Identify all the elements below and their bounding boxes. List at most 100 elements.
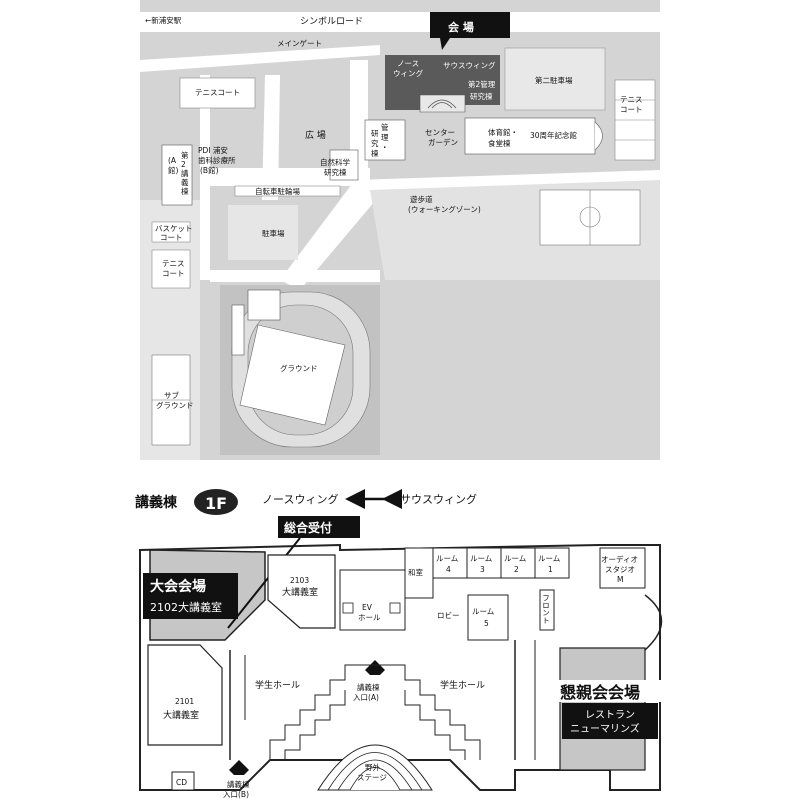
- road-lower-h: [210, 270, 380, 282]
- natural-science-label: 自然科学: [320, 157, 350, 167]
- gym-label-2: 食堂棟: [488, 138, 511, 148]
- plaza-label: 広 場: [305, 129, 326, 141]
- basketball-label-2: コート: [160, 233, 183, 242]
- lecture2-a-1: (A: [168, 156, 177, 165]
- room-3-num: 3: [480, 565, 485, 574]
- social-venue-box: [557, 680, 662, 702]
- north-wing-label-2: ウィング: [393, 68, 423, 78]
- washitsu-label: 和室: [408, 567, 423, 577]
- front-desk: [539, 589, 555, 631]
- lecture2-c3: 講: [181, 168, 189, 178]
- tennis-court-lower: [151, 249, 191, 289]
- room-5-num: 5: [484, 619, 489, 628]
- research-label-b: 究: [371, 138, 379, 148]
- floor-plan: 講義棟 1F ノースウィング サウスウィング 大会会場 2102大講義室 総合受…: [135, 489, 663, 799]
- outdoor-stage-label-2: ステージ: [357, 773, 387, 782]
- student-hall-left-label: 学生ホール: [255, 679, 300, 691]
- parking-lot: [228, 205, 298, 260]
- south-wing-label: サウスウィング: [443, 60, 496, 70]
- venue-building: [385, 55, 500, 110]
- lobby-label: ロビー: [437, 611, 460, 620]
- sub-ground-label-2: グラウンド: [156, 400, 194, 410]
- cd-label: CD: [176, 778, 187, 787]
- promenade-label-2: (ウォーキングゾーン): [408, 204, 481, 214]
- restaurant-label: レストラン: [585, 709, 635, 721]
- center-garden-label: センター: [425, 128, 455, 137]
- entrance-a-label-2: 入口(A): [353, 693, 379, 702]
- front-label: フロント: [542, 594, 551, 624]
- room-2101-name: 大講義室: [163, 709, 199, 721]
- entrance-b-label: 講義棟: [227, 779, 250, 789]
- amphitheater: [269, 664, 481, 760]
- audio-studio-label: オーディオ: [601, 554, 638, 564]
- venue-label: 会 場: [448, 20, 474, 34]
- research2-label-2: 研究棟: [470, 91, 493, 101]
- room-1-num: 1: [548, 565, 553, 574]
- social-venue-label: 懇親会会場: [560, 683, 640, 702]
- center-garden-label-2: ガーデン: [428, 137, 458, 147]
- room-2: [500, 547, 536, 579]
- gym-building: [464, 117, 596, 155]
- lecture2-a-2: 館): [168, 165, 178, 175]
- top-strip: [140, 0, 660, 12]
- gym-label: 体育館・: [488, 127, 518, 137]
- reception-pointer: [227, 537, 301, 629]
- room-2101: [147, 644, 223, 746]
- entrance-b-arrow: [229, 760, 249, 775]
- bike-parking-label: 自転車駐輪場: [255, 186, 300, 196]
- road-left-v: [200, 75, 210, 280]
- outdoor-stage-label: 野外: [365, 762, 380, 772]
- audio-studio-label-3: M: [617, 575, 623, 584]
- lecture2-c4: 義: [181, 177, 189, 187]
- road-upper: [140, 45, 380, 72]
- sub-ground-label: サブ: [164, 390, 179, 400]
- pdi-label-3: (B館): [200, 165, 219, 175]
- entrance-b-label-2: 入口(B): [223, 790, 249, 799]
- audio-studio-label-2: スタジオ: [605, 565, 635, 574]
- audio-studio: [599, 547, 646, 589]
- basketball-court: [151, 221, 191, 243]
- curved-stair: [644, 594, 663, 651]
- tennis-right-label: テニス: [620, 95, 643, 104]
- admin-label-a: 管: [381, 122, 389, 132]
- cd-room: [171, 771, 195, 791]
- venue-arena: [419, 94, 466, 113]
- tennis-right-label-2: コート: [620, 105, 643, 114]
- natural-science-label-2: 研究棟: [324, 167, 347, 177]
- wing-right-label: サウスウィング: [400, 492, 477, 506]
- restaurant-label-2: ニューマリンズ: [570, 722, 640, 735]
- ground-label: グラウンド: [280, 363, 318, 373]
- natural-science-building: [329, 149, 359, 181]
- research2-label: 第2管理: [468, 79, 496, 89]
- lecture2-c1: 第: [181, 150, 189, 160]
- venue-label-box: [430, 12, 510, 38]
- basketball-label: バスケット: [155, 224, 193, 233]
- room-4-name: ルーム: [436, 554, 458, 563]
- room-2103-name: 大講義室: [282, 586, 318, 598]
- main-venue-box: [143, 573, 238, 619]
- student-hall-right-label: 学生ホール: [440, 679, 485, 691]
- parking-label: 駐車場: [262, 228, 285, 238]
- lecture2-building: [161, 144, 193, 206]
- tennis-court-left: [179, 77, 256, 109]
- meeting-rooms: ルーム 4 ルーム 3 ルーム 2 ルーム 1: [432, 547, 570, 579]
- room-4-num: 4: [446, 565, 451, 574]
- restaurant-box: [562, 703, 658, 739]
- ground-field: [239, 324, 346, 426]
- memorial-label: 30周年記念館: [530, 130, 577, 140]
- reception-label: 総合受付: [284, 520, 332, 535]
- ev-hall-label: ホール: [358, 613, 381, 622]
- main-venue-room-label: 2102大講義室: [150, 600, 222, 614]
- parking2-lot: [504, 47, 606, 111]
- promenade-label: 遊歩道: [410, 194, 433, 204]
- tennis-left-label: テニスコート: [195, 88, 240, 97]
- room-5-name: ルーム: [472, 607, 494, 616]
- pdi-label: PDI 浦安: [198, 145, 228, 155]
- main-gate-label: メインゲート: [277, 39, 322, 48]
- room-2-num: 2: [514, 565, 519, 574]
- wing-left-label: ノースウィング: [262, 492, 338, 506]
- north-wing-label: ノース: [397, 59, 419, 68]
- room-3-name: ルーム: [470, 554, 492, 563]
- room-1: [534, 547, 570, 579]
